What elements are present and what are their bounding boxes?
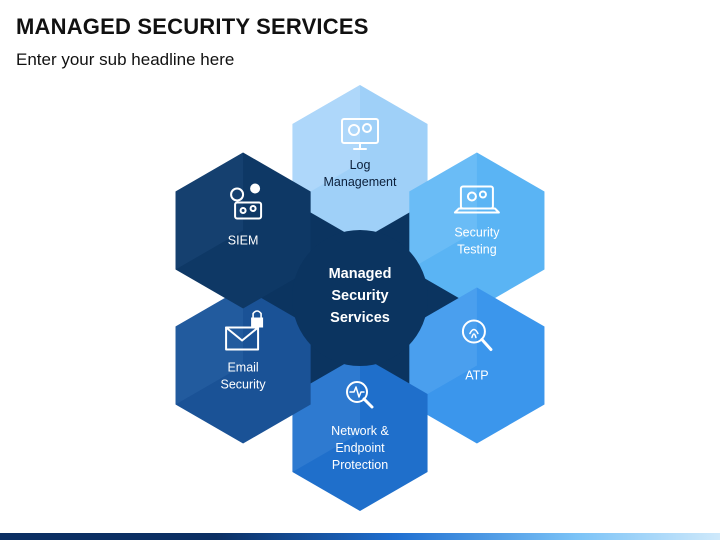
laptop-gears-icon — [453, 185, 500, 214]
connector-arrow — [422, 276, 460, 320]
page-title: MANAGED SECURITY SERVICES — [16, 14, 369, 39]
center-label-line: Security — [331, 288, 388, 304]
hex-label-line: Testing — [457, 243, 497, 257]
gear-network-icon — [230, 183, 263, 220]
hex-label-line: Endpoint — [335, 441, 385, 455]
center-label-line: Managed — [329, 266, 392, 282]
hex-label-line: Network & — [331, 424, 389, 438]
hex-facet — [409, 152, 477, 270]
hex-facet — [292, 85, 360, 202]
hex-atp: ATP — [409, 287, 545, 444]
page-subtitle: Enter your sub headline here — [16, 50, 235, 69]
center-label-line: Services — [330, 310, 390, 326]
hex-label-line: Email — [227, 361, 258, 375]
hex-label-line: ATP — [465, 369, 488, 383]
hex-label-line: Protection — [332, 458, 388, 472]
hex-label-line: SIEM — [228, 234, 259, 248]
hex-label-line: Security — [221, 378, 267, 392]
connector-arrow — [260, 276, 298, 320]
hex-label-line: Management — [324, 175, 397, 189]
hex-siem: SIEM — [175, 152, 311, 309]
monitor-gears-icon — [341, 118, 379, 150]
hex-facet — [175, 287, 244, 405]
hex-facet — [175, 152, 244, 270]
search-pulse-icon — [346, 381, 374, 409]
hex-label-line: Log — [350, 158, 371, 172]
hex-label-line: Security — [454, 226, 500, 240]
fingerprint-search-icon — [461, 319, 493, 351]
hex-facet — [409, 287, 477, 405]
envelope-lock-icon — [225, 310, 264, 351]
center-circle — [292, 230, 428, 366]
footer-bar — [0, 533, 720, 540]
